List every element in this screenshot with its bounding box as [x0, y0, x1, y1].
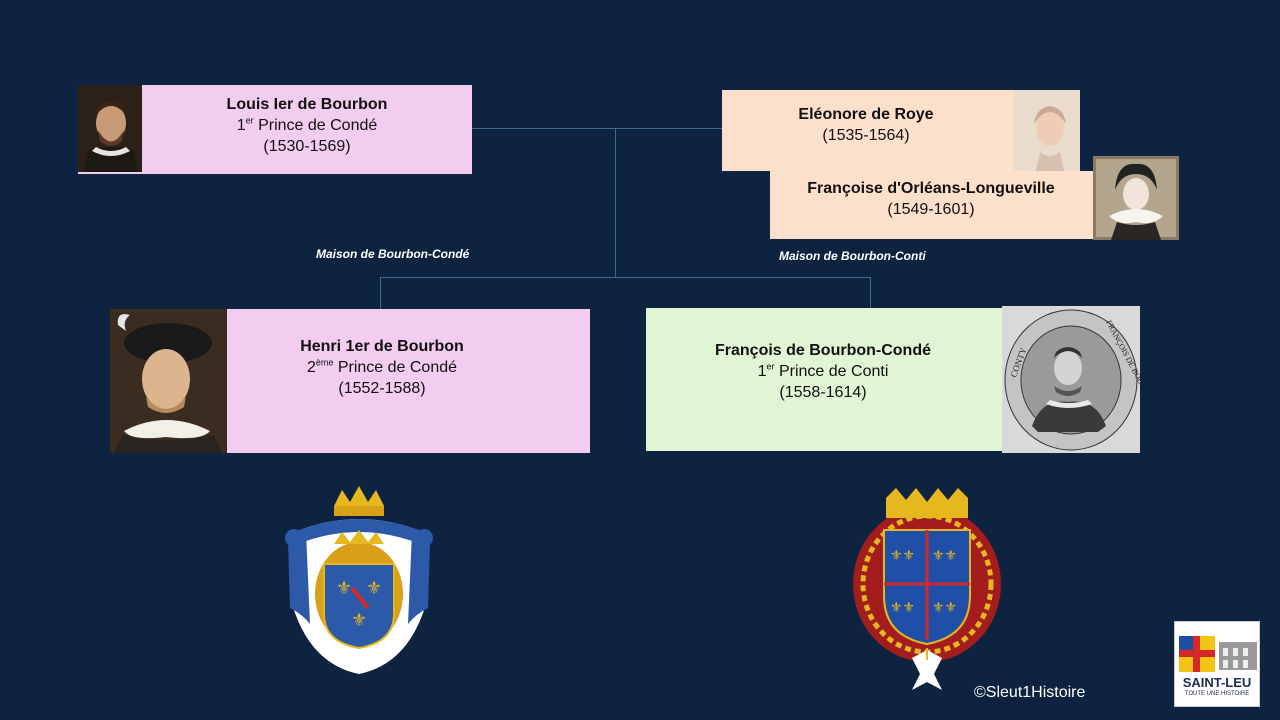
person-dates: (1530-1569)	[263, 138, 351, 155]
copyright-text: ©Sleut1Histoire	[974, 684, 1086, 701]
person-box-louis: Louis Ier de Bourbon 1er Prince de Condé…	[78, 85, 472, 174]
logo-tagline: TOUTE UNE HISTOIRE	[1184, 691, 1250, 697]
connector-henri	[380, 277, 381, 309]
svg-text:⚜⚜: ⚜⚜	[890, 547, 915, 563]
person-name: Eléonore de Roye	[798, 106, 934, 123]
svg-text:⚜⚜: ⚜⚜	[890, 599, 915, 615]
svg-text:⚜: ⚜	[366, 578, 382, 598]
portrait-francois-engraving: CONTY FRANÇOIS DE BOURBON PRINCE DE	[1002, 306, 1140, 453]
person-title: 1er Prince de Condé	[236, 115, 378, 134]
person-name: Henri 1er de Bourbon	[300, 338, 464, 355]
person-dates: (1535-1564)	[822, 127, 910, 144]
svg-text:⚜: ⚜	[336, 578, 352, 598]
person-dates: (1558-1614)	[779, 384, 867, 401]
person-name: Françoise d'Orléans-Longueville	[807, 180, 1055, 197]
person-title: 2ème Prince de Condé	[306, 357, 458, 376]
portrait-henri	[110, 309, 227, 453]
house-label-conde: Maison de Bourbon-Condé	[316, 247, 470, 261]
person-dates: (1552-1588)	[338, 380, 426, 397]
svg-text:⚜⚜: ⚜⚜	[932, 547, 957, 563]
portrait-francoise	[1093, 156, 1179, 240]
connector-children	[380, 277, 871, 278]
person-dates: (1549-1601)	[887, 201, 975, 218]
coat-of-arms-conde: ⚜ ⚜ ⚜	[280, 484, 438, 676]
person-title: 1er Prince de Conti	[757, 361, 889, 380]
connector-trunk	[615, 128, 616, 278]
saint-leu-logo: SAINT-LEU TOUTE UNE HISTOIRE	[1174, 621, 1260, 707]
connector-francois	[870, 277, 871, 308]
person-name: Louis Ier de Bourbon	[226, 96, 388, 113]
coat-of-arms-conti: ⚜⚜ ⚜⚜ ⚜⚜ ⚜⚜	[850, 488, 1004, 696]
portrait-louis	[78, 85, 142, 172]
house-label-conti: Maison de Bourbon-Conti	[779, 249, 926, 263]
person-name: François de Bourbon-Condé	[715, 342, 931, 359]
svg-text:⚜⚜: ⚜⚜	[932, 599, 957, 615]
svg-text:⚜: ⚜	[351, 610, 367, 630]
portrait-eleonore	[1014, 90, 1080, 171]
logo-name: SAINT-LEU	[1182, 675, 1252, 690]
connector-marriage	[472, 128, 722, 129]
